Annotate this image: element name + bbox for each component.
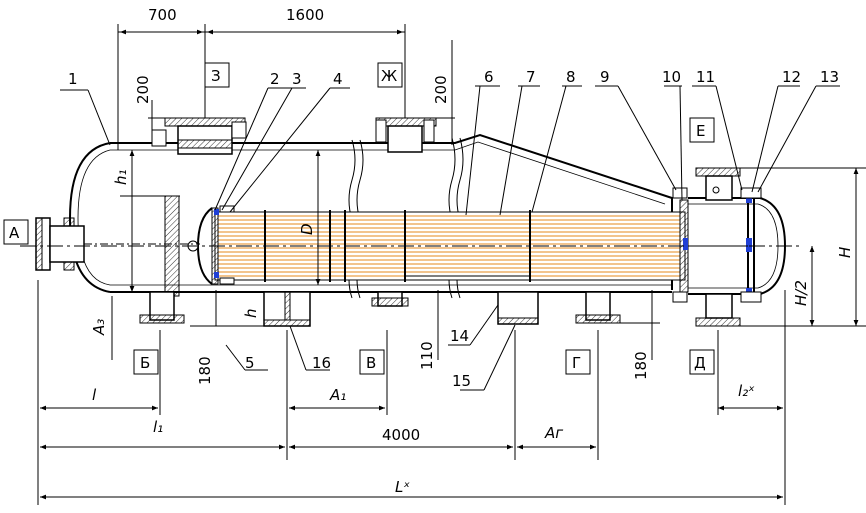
nozzle-label-zh: Ж	[377, 62, 403, 88]
svg-text:Е: Е	[696, 122, 705, 140]
nozzle-label-d: Д	[689, 349, 715, 375]
dim-180-left: 180	[196, 356, 214, 385]
dimension-lines	[37, 24, 866, 505]
sym-Ag: Aг	[544, 424, 563, 442]
support-15	[497, 291, 539, 325]
sym-D: D	[298, 223, 316, 235]
nozzle-g	[575, 291, 621, 324]
dim-4000: 4000	[382, 426, 420, 444]
part-4: 4	[333, 70, 343, 88]
channel	[672, 167, 787, 327]
nozzle-label-a: А	[3, 219, 29, 245]
part-13: 13	[820, 68, 839, 86]
part-10: 10	[662, 68, 681, 86]
dim-700: 700	[148, 6, 177, 24]
sym-H2: H/2	[792, 280, 810, 306]
nozzle-z	[151, 117, 247, 155]
sym-l2x: l₂ˣ	[738, 382, 755, 400]
part-5: 5	[245, 354, 255, 372]
sym-Lx: Lˣ	[395, 478, 410, 496]
nozzle-zh	[375, 117, 437, 153]
dim-180-right: 180	[632, 351, 650, 380]
part-1: 1	[68, 70, 78, 88]
part-12: 12	[782, 68, 801, 86]
part-11: 11	[696, 68, 715, 86]
support-16	[263, 291, 311, 327]
nozzle-label-e: Е	[689, 117, 715, 143]
svg-text:Д: Д	[694, 354, 706, 372]
sym-h: h	[242, 308, 260, 318]
svg-text:Б: Б	[140, 354, 150, 372]
nozzle-v	[371, 291, 409, 307]
nozzle-a	[35, 195, 200, 297]
dim-200-right: 200	[432, 75, 450, 104]
nozzle-label-v: В	[359, 349, 385, 375]
svg-text:В: В	[366, 354, 376, 372]
nozzle-b	[139, 291, 185, 324]
dim-200-left: 200	[134, 75, 152, 104]
sym-h1: h₁	[112, 169, 130, 185]
part-9: 9	[600, 68, 610, 86]
part-6: 6	[484, 68, 494, 86]
part-16: 16	[312, 354, 331, 372]
sym-H: H	[836, 247, 854, 258]
svg-text:Ж: Ж	[381, 67, 397, 85]
dim-110: 110	[418, 341, 436, 370]
part-15: 15	[452, 372, 471, 390]
nozzle-label-z: З	[204, 62, 230, 88]
nozzle-label-b: Б	[133, 349, 159, 375]
sym-l: l	[92, 386, 97, 404]
part-2: 2	[270, 70, 280, 88]
sym-A3: A₃	[90, 319, 108, 336]
sym-A1: A₁	[329, 386, 346, 404]
dim-1600: 1600	[286, 6, 324, 24]
nozzle-label-g: Г	[565, 349, 591, 375]
part-3: 3	[292, 70, 302, 88]
svg-text:З: З	[211, 67, 221, 85]
part-14: 14	[450, 327, 469, 345]
leader-lines	[60, 85, 840, 391]
svg-text:А: А	[9, 224, 20, 242]
svg-text:Г: Г	[572, 354, 581, 372]
part-8: 8	[566, 68, 576, 86]
part-7: 7	[526, 68, 536, 86]
sym-l1: l₁	[153, 418, 163, 436]
